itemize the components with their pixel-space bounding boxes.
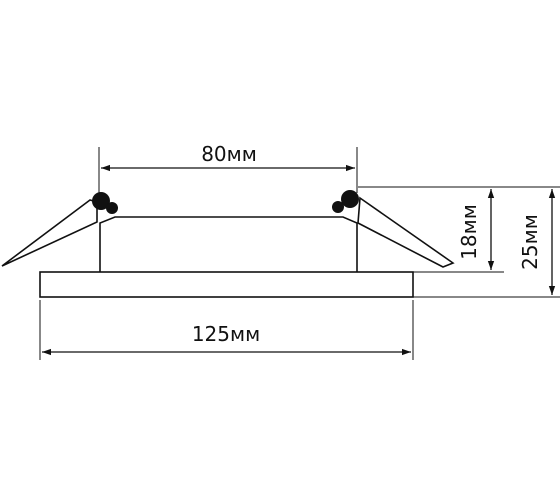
spring-knuckles [92, 190, 359, 214]
left-spring-clip [1, 199, 98, 267]
total-height-label: 25мм [518, 214, 542, 270]
body-housing [99, 216, 358, 272]
flange-ring [39, 271, 414, 298]
outer-width-label: 125мм [192, 322, 260, 346]
right-spring-clip [357, 196, 455, 268]
left-spring-coil [106, 202, 118, 214]
body-height-label: 18мм [457, 204, 481, 260]
dimension-lines [42, 164, 556, 356]
fixture-outline [1, 196, 455, 298]
right-spring-knuckle [341, 190, 359, 208]
left-spring-knuckle [92, 192, 110, 210]
inner-width-label: 80мм [201, 142, 257, 166]
right-spring-coil [332, 201, 344, 213]
extension-lines [39, 147, 560, 360]
